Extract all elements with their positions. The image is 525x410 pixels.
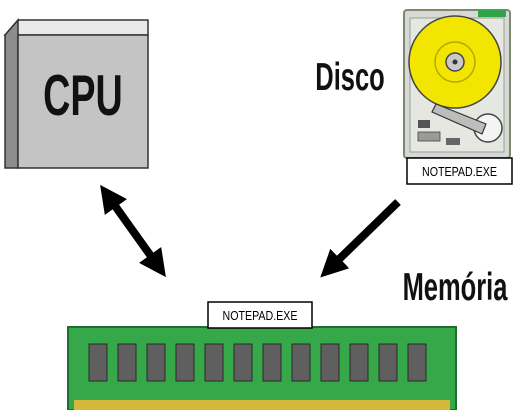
ram-contacts	[74, 400, 450, 410]
cpu-side-face	[4, 17, 19, 169]
disk-arm	[431, 103, 487, 135]
ram-chip	[146, 343, 166, 382]
ram-chip	[320, 343, 340, 382]
disk-label: Disco	[315, 54, 384, 98]
ram-chip	[88, 343, 108, 382]
disk-component-1	[418, 120, 430, 128]
disk-connector	[478, 10, 506, 17]
cpu-label: CPU	[43, 64, 123, 128]
disk-component-2	[417, 131, 441, 142]
disk-component-3	[446, 138, 460, 145]
ram-chip	[262, 343, 282, 382]
cpu-front-face	[17, 34, 149, 169]
cpu-top-face	[3, 19, 149, 36]
ram-chip	[349, 343, 369, 382]
arrow-icon	[320, 199, 401, 278]
ram-chip	[291, 343, 311, 382]
ram-file-label: NOTEPAD.EXE	[223, 308, 298, 323]
ram-chip	[117, 343, 137, 382]
disk-file-label: NOTEPAD.EXE	[422, 164, 497, 179]
cpu-chip-icon: CPU	[3, 17, 149, 169]
disk-file-box	[406, 157, 513, 185]
ram-chip	[204, 343, 224, 382]
disk-spindle-hub	[452, 59, 458, 65]
double-arrow-icon	[100, 184, 166, 278]
hard-disk-icon: NOTEPAD.EXE	[403, 9, 513, 185]
ram-chip	[175, 343, 195, 382]
memory-module-icon: NOTEPAD.EXE	[67, 301, 457, 410]
ram-chip	[407, 343, 427, 382]
disk-platter-ring	[434, 41, 476, 83]
ram-file-box	[207, 301, 313, 329]
ram-chip	[378, 343, 398, 382]
memory-label: Memória	[403, 264, 508, 308]
ram-chips	[88, 343, 427, 382]
ram-chip	[233, 343, 253, 382]
